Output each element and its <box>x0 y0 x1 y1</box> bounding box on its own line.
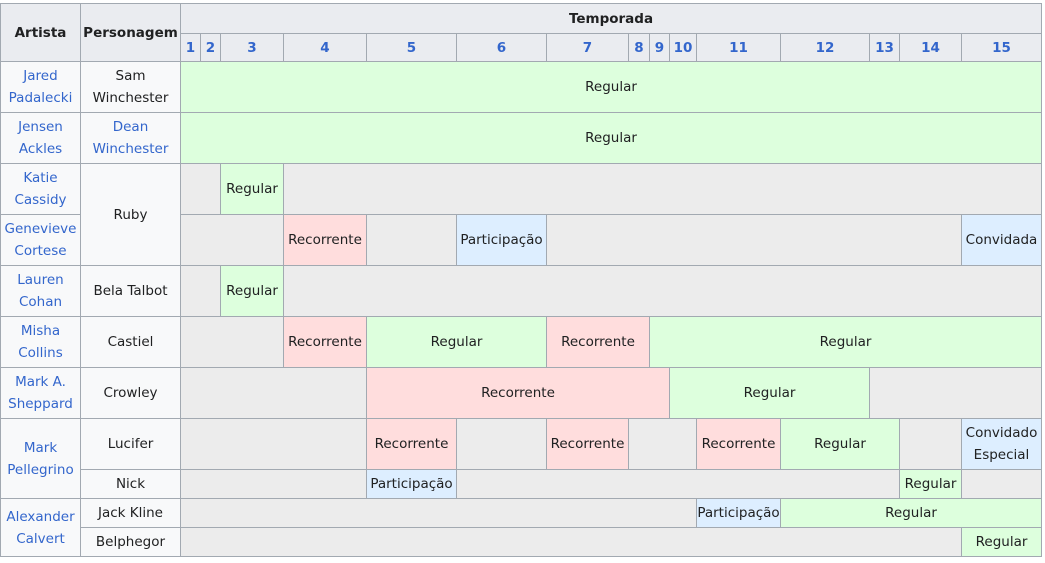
table-row: Nick Participação Regular <box>1 469 1042 499</box>
empty-cell <box>180 214 284 266</box>
status-cell-recorrente: Recorrente <box>546 316 650 368</box>
empty-cell <box>961 469 1042 499</box>
table-row: Misha Collins Castiel Recorrente Regular… <box>0 316 1042 368</box>
empty-cell <box>180 367 367 419</box>
season-7-link[interactable]: 7 <box>546 33 629 62</box>
empty-cell <box>456 418 547 470</box>
character-name: Jack Kline <box>80 498 181 528</box>
status-cell-participacao: Participação <box>366 469 457 499</box>
season-15-link[interactable]: 15 <box>961 33 1042 62</box>
season-10-link[interactable]: 10 <box>669 33 697 62</box>
empty-cell <box>869 367 1042 419</box>
status-cell-recorrente: Recorrente <box>283 316 367 368</box>
status-cell-regular: Regular <box>669 367 870 419</box>
character-link[interactable]: Dean Winchester <box>80 112 181 164</box>
artist-link[interactable]: Mark Pellegrino <box>0 418 81 499</box>
table-row: Mark A. Sheppard Crowley Recorrente Regu… <box>0 367 1042 419</box>
status-cell-recorrente: Recorrente <box>366 418 457 470</box>
character-name: Lucifer <box>80 418 181 470</box>
table-row: Genevieve Cortese Recorrente Participaçã… <box>0 214 1042 266</box>
character-name: Belphegor <box>80 527 181 557</box>
character-name: Crowley <box>80 367 181 419</box>
empty-cell <box>283 163 1042 215</box>
character-name: Ruby <box>80 163 181 266</box>
status-cell-regular: Regular <box>180 61 1042 113</box>
season-9-link[interactable]: 9 <box>649 33 670 62</box>
character-header: Personagem <box>80 3 181 62</box>
season-5-link[interactable]: 5 <box>366 33 457 62</box>
status-cell-participacao: Participação <box>696 498 781 528</box>
table-row: Jared Padalecki Sam Winchester Regular <box>0 61 1042 113</box>
empty-cell <box>180 163 221 215</box>
status-cell-regular: Regular <box>649 316 1042 368</box>
season-8-link[interactable]: 8 <box>628 33 650 62</box>
table-row: Alexander Calvert Jack Kline Participaçã… <box>0 498 1042 557</box>
empty-cell <box>180 418 367 470</box>
season-13-link[interactable]: 13 <box>869 33 900 62</box>
empty-cell <box>628 418 697 470</box>
artist-link[interactable]: Lauren Cohan <box>0 265 81 317</box>
artist-header: Artista <box>0 3 81 62</box>
status-cell-regular: Regular <box>961 527 1042 557</box>
artist-link[interactable]: Mark A. Sheppard <box>0 367 81 419</box>
season-6-link[interactable]: 6 <box>456 33 547 62</box>
character-name: Sam Winchester <box>80 61 181 113</box>
artist-link[interactable]: Alexander Calvert <box>0 498 81 557</box>
character-name: Bela Talbot <box>80 265 181 317</box>
status-cell-recorrente: Recorrente <box>283 214 367 266</box>
empty-cell <box>180 265 221 317</box>
table-row: Lauren Cohan Bela Talbot Regular <box>0 265 1042 317</box>
season-3-link[interactable]: 3 <box>220 33 284 62</box>
artist-link[interactable]: Misha Collins <box>0 316 81 368</box>
empty-cell <box>456 469 900 499</box>
season-11-link[interactable]: 11 <box>696 33 781 62</box>
season-4-link[interactable]: 4 <box>283 33 367 62</box>
status-cell-recorrente: Recorrente <box>546 418 629 470</box>
artist-link[interactable]: Genevieve Cortese <box>0 214 81 266</box>
artist-link[interactable]: Jensen Ackles <box>0 112 81 164</box>
status-cell-regular: Regular <box>180 112 1042 164</box>
status-cell-regular: Regular <box>220 163 284 215</box>
empty-cell <box>180 316 284 368</box>
status-cell-recorrente: Recorrente <box>366 367 670 419</box>
season-14-link[interactable]: 14 <box>899 33 962 62</box>
status-cell-regular: Regular <box>899 469 962 499</box>
empty-cell <box>283 265 1042 317</box>
table-row: Katie Cassidy Ruby Regular <box>0 163 1042 266</box>
cast-table: Artista Personagem Temporada 1 2 3 4 5 6… <box>0 3 1042 557</box>
status-cell-regular: Regular <box>366 316 547 368</box>
table-row: Belphegor Regular <box>1 527 1042 557</box>
empty-cell <box>366 214 457 266</box>
status-cell-regular: Regular <box>780 498 1042 528</box>
table-row: Jensen Ackles Dean Winchester Regular <box>0 112 1042 164</box>
status-cell-participacao: Participação <box>456 214 547 266</box>
empty-cell <box>180 498 697 528</box>
artist-link[interactable]: Jared Padalecki <box>0 61 81 113</box>
character-name: Nick <box>80 469 181 499</box>
empty-cell <box>180 469 367 499</box>
season-1-link[interactable]: 1 <box>180 33 201 62</box>
table-row: Mark Pellegrino Lucifer Recorrente Recor… <box>0 418 1042 499</box>
character-name: Castiel <box>80 316 181 368</box>
empty-cell <box>899 418 962 470</box>
status-cell-regular: Regular <box>220 265 284 317</box>
empty-cell <box>180 527 962 557</box>
empty-cell <box>546 214 962 266</box>
status-cell-regular: Regular <box>780 418 900 470</box>
artist-link[interactable]: Katie Cassidy <box>0 163 81 215</box>
status-cell-recorrente: Recorrente <box>696 418 781 470</box>
season-12-link[interactable]: 12 <box>780 33 870 62</box>
status-cell-convidado-especial: Convidado Especial <box>961 418 1042 470</box>
status-cell-convidada: Convidada <box>961 214 1042 266</box>
season-header: Temporada <box>180 3 1042 34</box>
season-2-link[interactable]: 2 <box>200 33 221 62</box>
